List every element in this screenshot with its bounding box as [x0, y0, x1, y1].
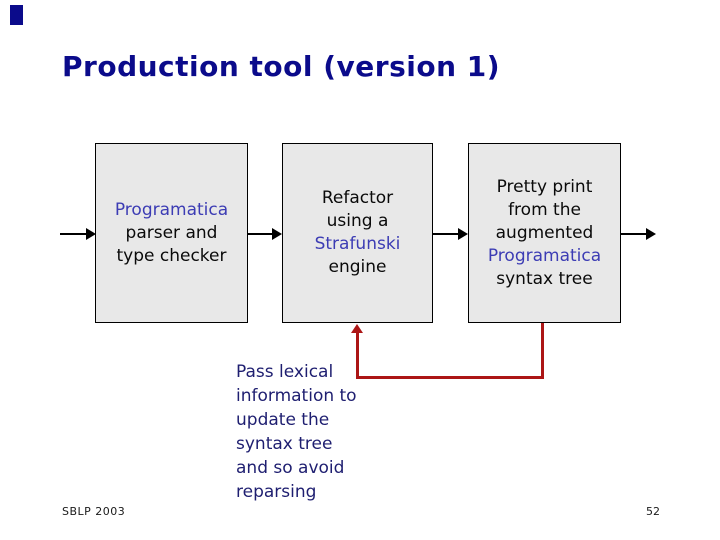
box-line: type checker [116, 245, 227, 266]
box-line: using a [326, 211, 389, 231]
process-box-pretty-print: Pretty print from the augmented Programa… [468, 143, 621, 323]
box-line: augmented [495, 222, 594, 243]
box-line: Pretty print [496, 176, 593, 197]
box-line: from the [508, 199, 581, 220]
slide-title: Production tool (version 1) [62, 50, 501, 83]
arrow-box1-to-box2-head-icon [272, 228, 282, 240]
box-line: Programatica [487, 245, 602, 266]
page-number: 52 [646, 505, 660, 518]
annotation-line: and so avoid [236, 458, 345, 478]
arrow-output-head-icon [646, 228, 656, 240]
box-line: syntax tree [496, 268, 593, 289]
arrow-box2-to-box3-head-icon [458, 228, 468, 240]
annotation-line: update the [236, 410, 330, 430]
box-line: engine [328, 257, 387, 277]
arrow-box1-to-box2-line [248, 233, 272, 235]
box-line: Refactor [321, 188, 394, 208]
footer-label: SBLP 2003 [62, 505, 126, 518]
arrow-box2-to-box3-line [433, 233, 458, 235]
feedback-arrowhead-up-icon [351, 324, 363, 333]
annotation-text: Pass lexical information to update the s… [236, 360, 357, 504]
box-line: Programatica [114, 199, 229, 220]
feedback-line-right-vertical [541, 323, 544, 379]
arrow-input-head-icon [86, 228, 96, 240]
feedback-line-left-vertical [356, 331, 359, 379]
process-box-strafunski-refactor: Refactor using a Strafunski engine [282, 143, 433, 323]
box-line: Strafunski [314, 234, 401, 254]
feedback-line-horizontal [356, 376, 544, 379]
arrow-output-line [621, 233, 646, 235]
arrow-input-line [60, 233, 86, 235]
annotation-line: Pass lexical [236, 362, 334, 382]
box-line: parser and [125, 222, 218, 243]
annotation-line: information to [236, 386, 357, 406]
annotation-line: reparsing [236, 482, 317, 502]
annotation-line: syntax tree [236, 434, 333, 454]
corner-accent-square [10, 5, 23, 25]
process-box-programatica-parser: Programatica parser and type checker [95, 143, 248, 323]
